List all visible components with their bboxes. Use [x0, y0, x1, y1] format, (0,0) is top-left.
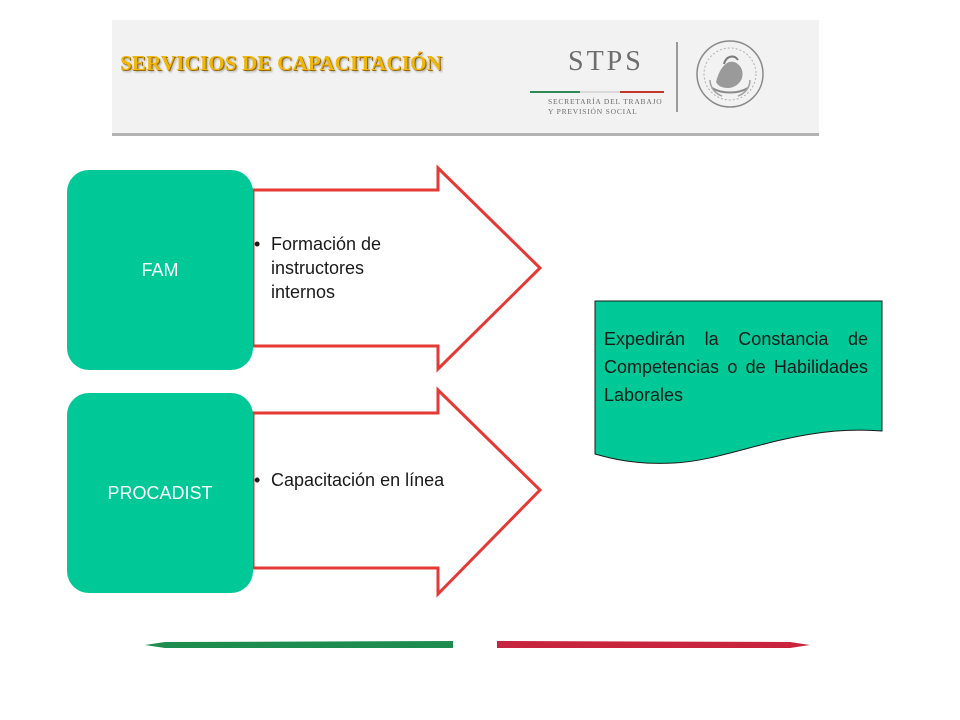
logo-line-red [620, 91, 664, 93]
logo-subtitle-line1: SECRETARÍA DEL TRABAJO [548, 97, 663, 106]
logo-subtitle-line2: Y PREVISIÓN SOCIAL [548, 107, 638, 116]
mexico-national-seal-icon [696, 40, 764, 108]
program-block-procadist: PROCADIST [67, 393, 253, 593]
description-text: Formación de instructores internos [271, 234, 382, 302]
footer-bar-red [497, 641, 810, 648]
program-label: PROCADIST [107, 482, 213, 503]
bullet-icon: • [254, 470, 261, 490]
logo-divider [676, 42, 678, 112]
program-description-procadist: • Capacitación en línea [254, 468, 449, 492]
document-note-shape [594, 300, 883, 464]
logo-line-white [580, 91, 620, 93]
arrow-procadist [251, 386, 543, 598]
program-description-fam: • Formación de instructores internos [254, 232, 419, 304]
arrow-fam [251, 164, 543, 373]
header-banner: SERVICIOS DE CAPACITACIÓN STPS SECRETARÍ… [112, 20, 819, 136]
logo-line-green [530, 91, 580, 93]
note-text: Expedirán la Constancia de Competencias … [604, 329, 868, 405]
bullet-icon: • [254, 234, 261, 254]
logo-acronym: STPS [568, 46, 644, 77]
program-label: FAM [141, 259, 179, 280]
page-title: SERVICIOS DE CAPACITACIÓN [120, 51, 443, 75]
stps-logo: STPS SECRETARÍA DEL TRABAJO Y PREVISIÓN … [530, 34, 670, 130]
description-text: Capacitación en línea [271, 470, 445, 490]
program-block-fam: FAM [67, 170, 253, 370]
footer-bar-green [145, 641, 453, 648]
